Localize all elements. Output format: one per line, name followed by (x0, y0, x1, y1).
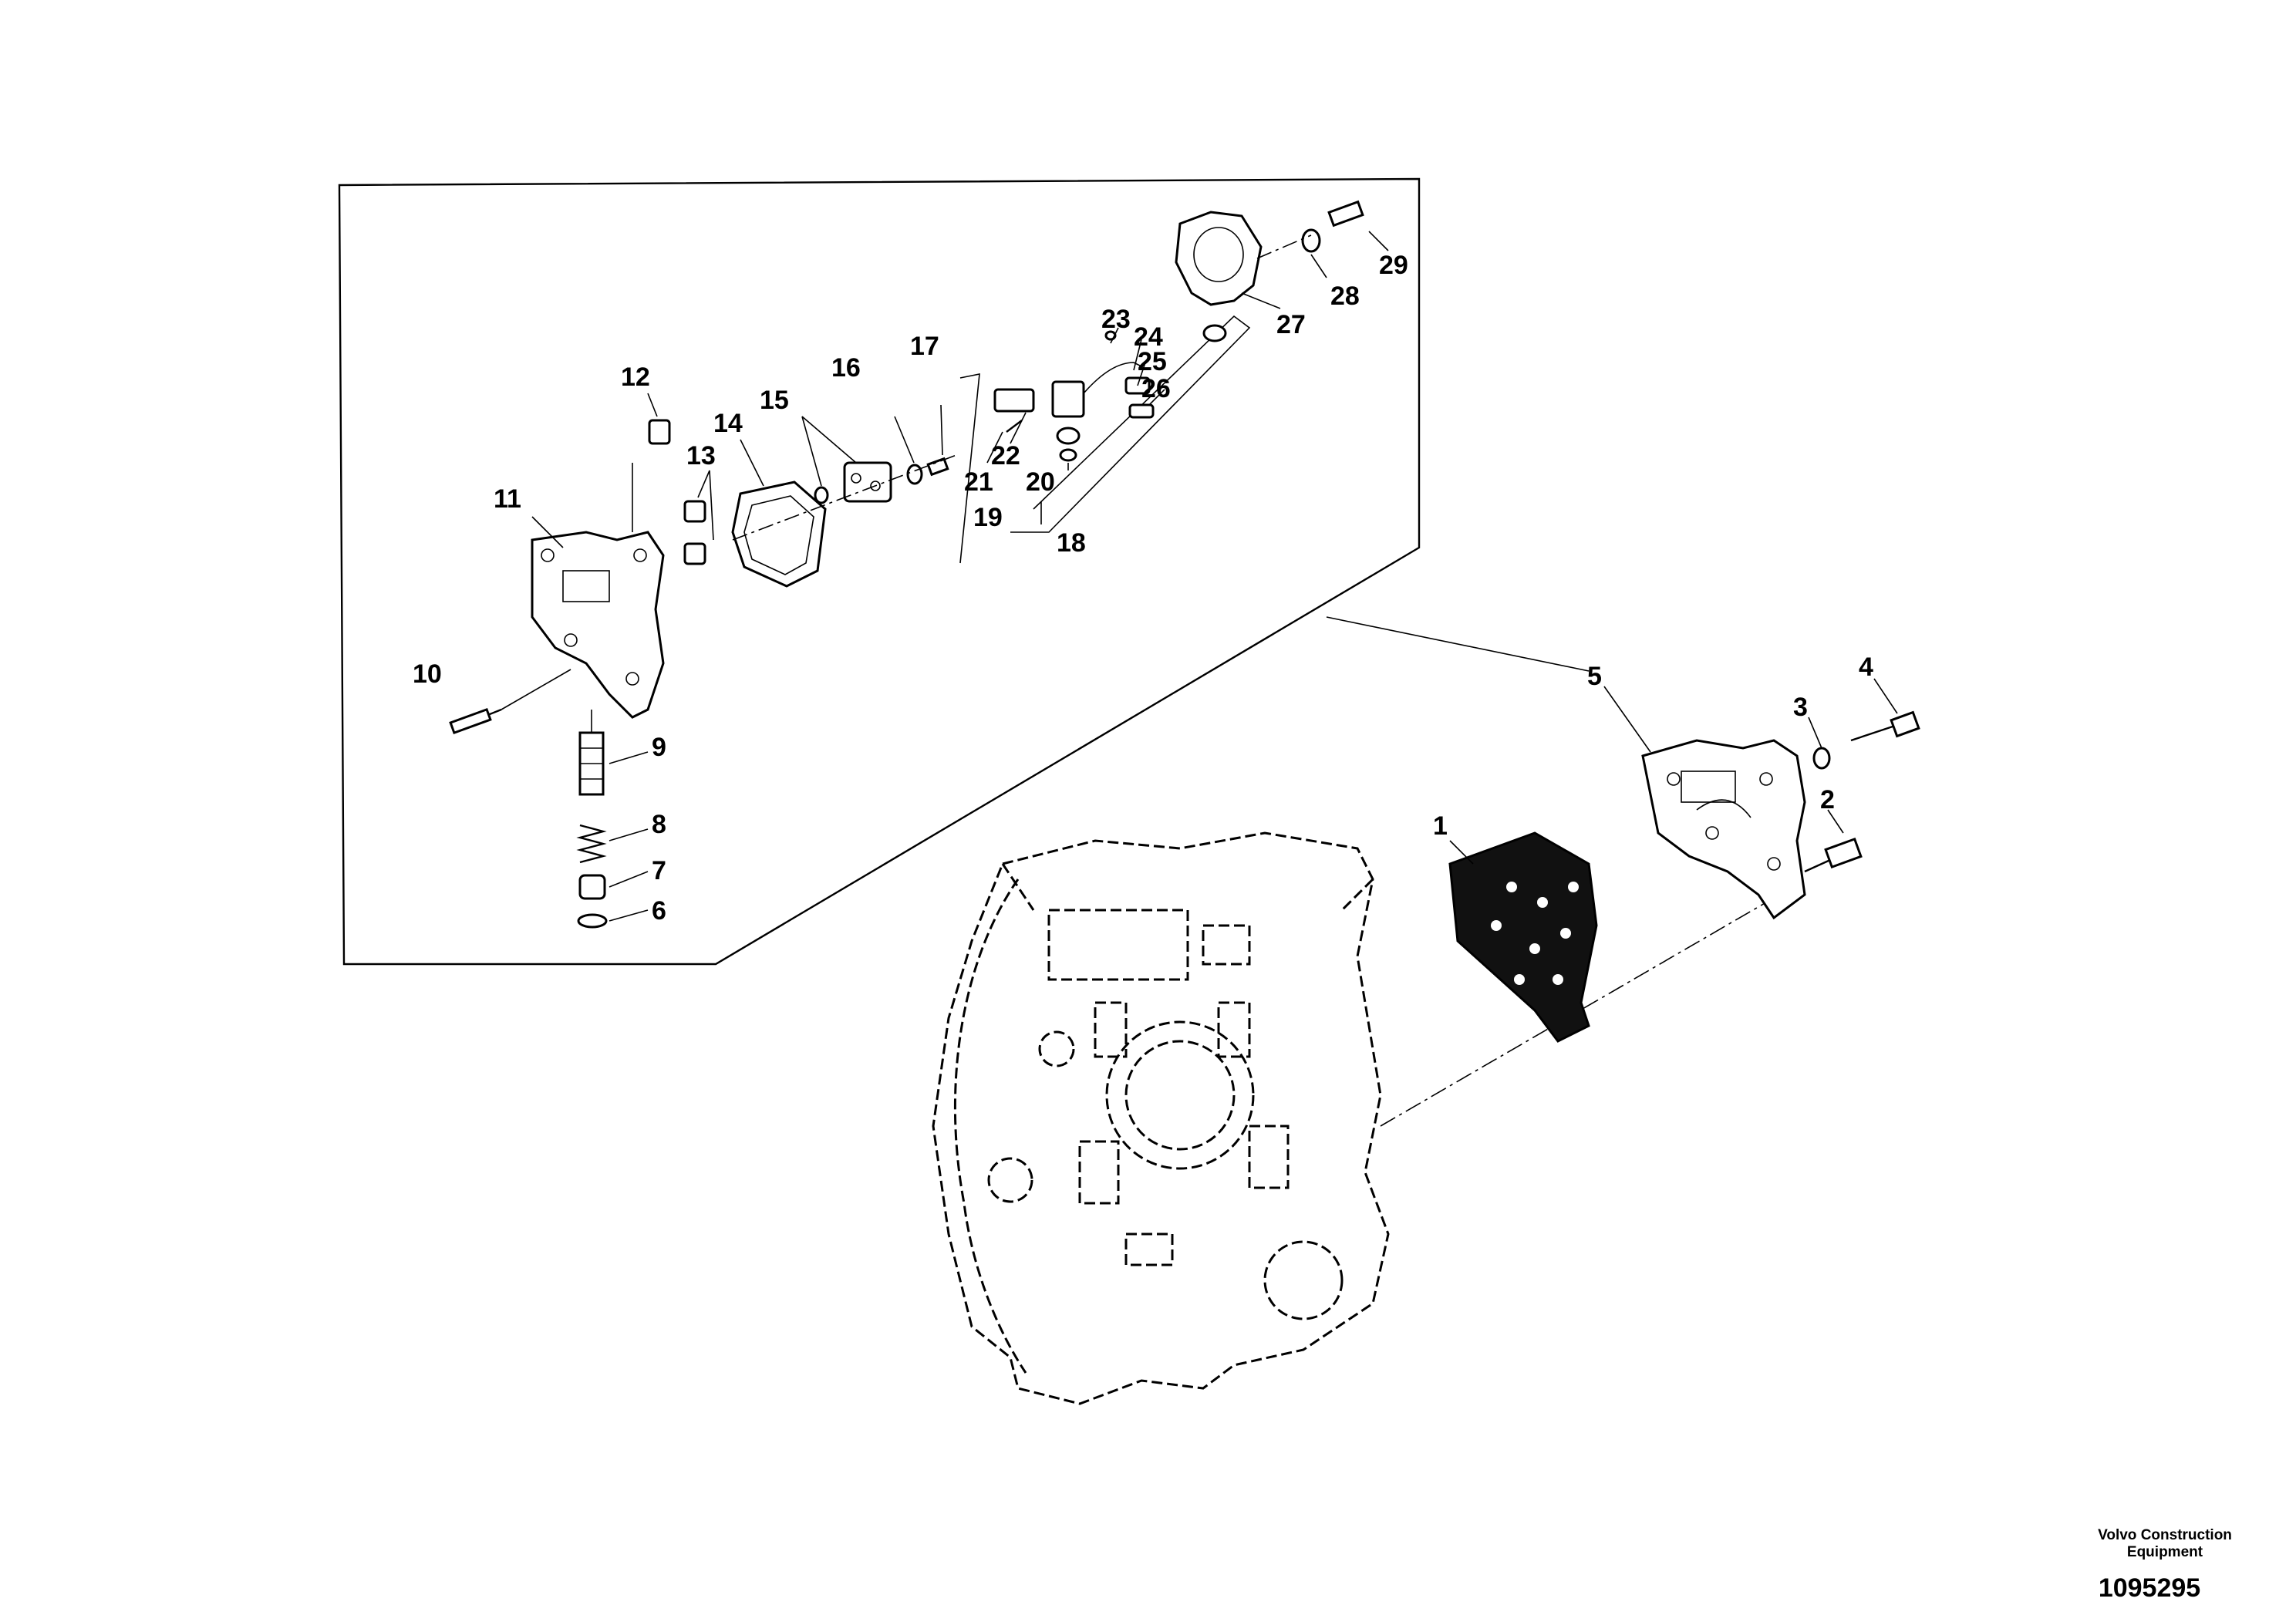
sensor-group-bracket (959, 373, 980, 564)
manufacturer-line-1: Volvo Construction (2098, 1527, 2232, 1543)
callout-3: 3 (1793, 693, 1808, 722)
callout-5: 5 (1587, 662, 1602, 691)
callout-18: 18 (1057, 528, 1086, 558)
screw-small (926, 457, 949, 477)
callout-20: 20 (1026, 467, 1055, 497)
sensor-assembly (993, 330, 1155, 462)
valve-spool (578, 731, 605, 796)
washer-small (906, 464, 923, 485)
callout-12: 12 (621, 363, 650, 392)
callout-21: 21 (964, 467, 993, 497)
bolt-upper (1850, 710, 1920, 742)
washer-cover (1301, 228, 1321, 253)
callout-4: 4 (1859, 653, 1873, 682)
callout-19: 19 (973, 503, 1003, 532)
callout-labels: 1 2 3 4 5 6 7 8 9 10 11 12 13 14 15 16 1… (413, 251, 1873, 926)
bolt-lower (1804, 837, 1863, 873)
washer (1812, 747, 1831, 770)
o-ring-lower (577, 913, 608, 929)
callout-16: 16 (831, 353, 861, 383)
callout-2: 2 (1820, 785, 1835, 814)
callout-10: 10 (413, 659, 442, 689)
callout-25: 25 (1138, 347, 1167, 376)
callout-14: 14 (713, 409, 743, 438)
plug (578, 874, 606, 900)
detail-inset-frame (338, 177, 1421, 966)
manufacturer-label: Volvo Construction Equipment (2080, 1527, 2250, 1561)
callout-28: 28 (1330, 282, 1360, 311)
callout-8: 8 (652, 810, 666, 839)
transmission-housing (932, 831, 1390, 1405)
callout-7: 7 (652, 856, 666, 885)
inset-leader-line (1326, 616, 1590, 672)
callout-13: 13 (686, 441, 716, 470)
drawing-number: 1095295 (2098, 1573, 2201, 1603)
separator-plate (1448, 831, 1598, 1043)
callout-26: 26 (1141, 374, 1171, 403)
dowel-pin (449, 707, 502, 735)
callout-23: 23 (1101, 305, 1131, 334)
assembly-axis-line (1380, 902, 1767, 1127)
spring (576, 824, 607, 864)
manufacturer-line-2: Equipment (2126, 1544, 2203, 1560)
callout-22: 22 (991, 441, 1020, 470)
plug-upper (648, 419, 671, 445)
callout-27: 27 (1276, 310, 1306, 339)
callout-17: 17 (910, 332, 939, 361)
screw-cover (1327, 200, 1364, 228)
valve-housing (531, 531, 665, 719)
callout-1: 1 (1433, 811, 1448, 841)
callout-11: 11 (494, 484, 521, 514)
callout-6: 6 (652, 896, 666, 926)
fitting-pair (683, 500, 706, 565)
solenoid-valve (814, 461, 892, 504)
callout-15: 15 (760, 386, 789, 415)
callout-24: 24 (1134, 322, 1163, 352)
callout-9: 9 (652, 733, 666, 762)
control-valve-assembly (1641, 739, 1806, 920)
callout-29: 29 (1379, 251, 1408, 280)
gasket (731, 481, 827, 588)
valve-cover (1175, 211, 1263, 342)
